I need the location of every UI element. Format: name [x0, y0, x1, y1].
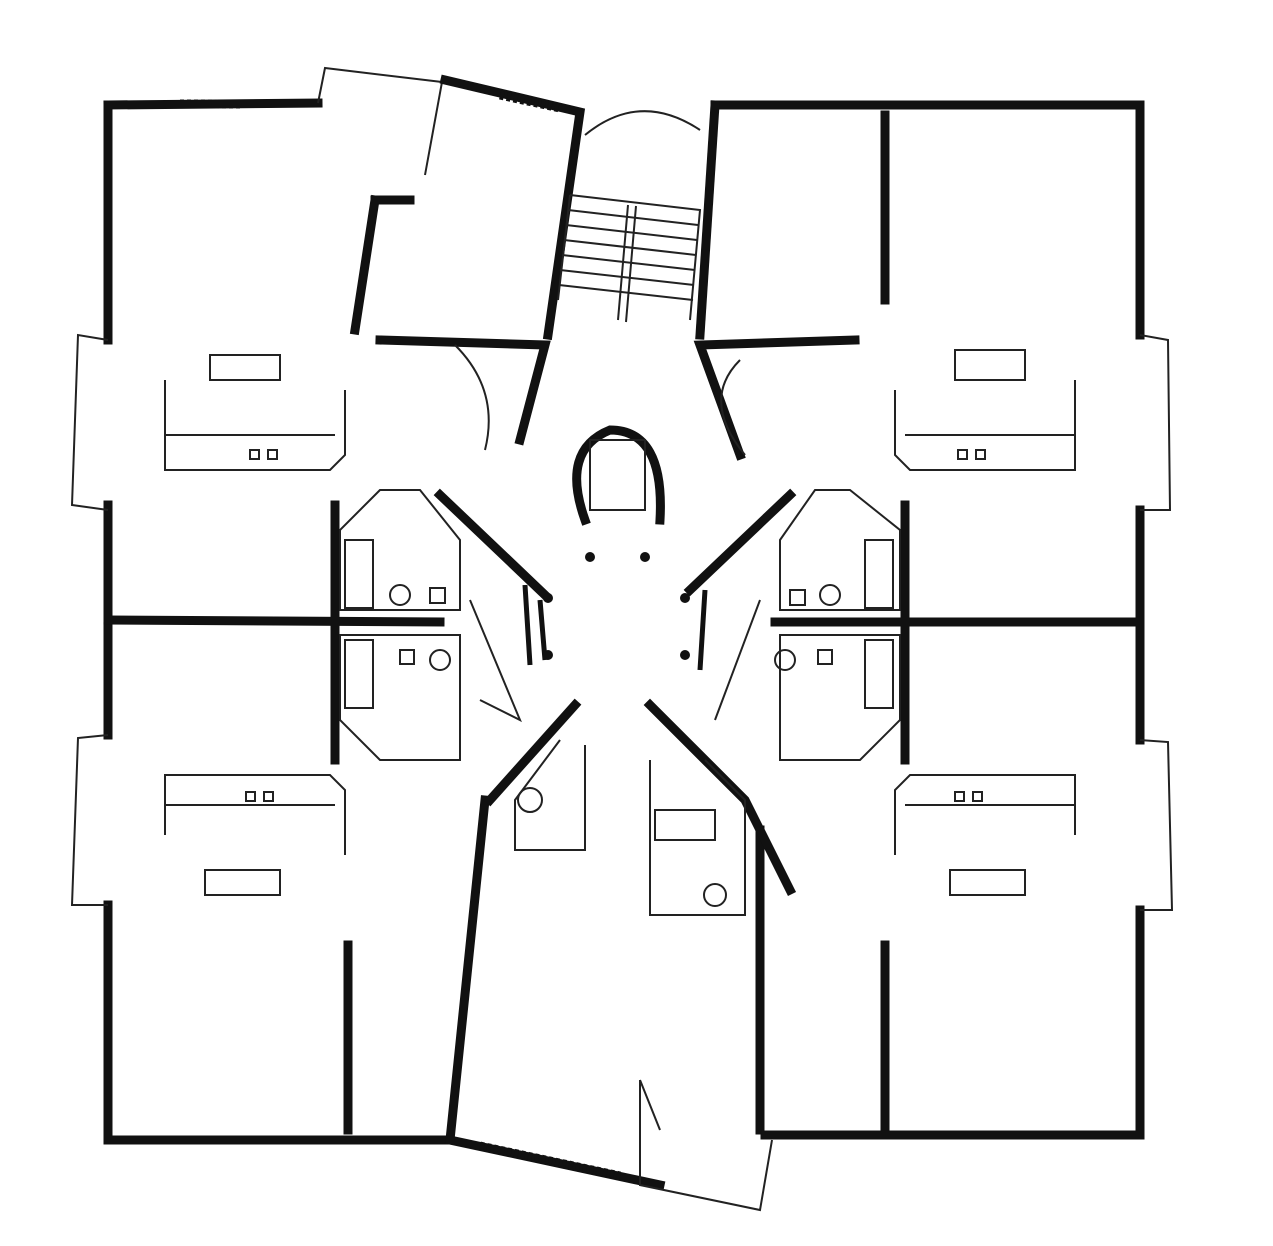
bay-window-right-upper: [1139, 334, 1172, 511]
stair-handrail: [617, 204, 637, 323]
stair-treads: [558, 209, 699, 301]
kitchen-table: [954, 349, 1026, 381]
column: [680, 650, 690, 660]
sink: [817, 649, 833, 665]
lift-car: [589, 439, 646, 511]
bathroom-outline: [779, 489, 901, 611]
wall-corridor-left: [445, 795, 490, 1145]
bay-window-left-upper: [70, 333, 109, 511]
bathrooms: [339, 489, 901, 916]
sink: [789, 589, 806, 606]
bathtub: [654, 809, 716, 841]
wall-top-left-partition: [349, 194, 415, 336]
wall-diagonal-lr: [643, 698, 797, 897]
wall-top-center-right: [695, 100, 720, 340]
window: [479, 1141, 621, 1181]
wall-hall-top-right: [693, 335, 860, 461]
toilet: [517, 787, 543, 813]
column: [640, 552, 650, 562]
wall-diagonal-ll: [483, 698, 582, 807]
staircase: [543, 110, 702, 660]
bathtub: [344, 639, 374, 709]
door-swing: [714, 599, 761, 721]
door-swing: [469, 599, 522, 723]
annex-bottom: [639, 1080, 773, 1212]
annex-top-left: [317, 66, 444, 176]
door-swing: [639, 1079, 661, 1131]
wall-diagonal-ul: [433, 488, 552, 602]
door-swing: [720, 359, 746, 456]
door-swing: [454, 344, 490, 451]
bathtub: [864, 539, 894, 609]
column: [543, 593, 553, 603]
toilet: [819, 584, 841, 606]
bathtub: [344, 539, 374, 609]
wall-diagonal-ur: [683, 488, 797, 597]
bay-window-left-lower: [70, 734, 109, 906]
exterior-walls: [70, 66, 1174, 1212]
kitchen-counter: [164, 380, 346, 471]
bathroom-outline: [779, 634, 901, 761]
kitchen-counter: [894, 774, 1076, 855]
toilet: [389, 584, 411, 606]
fixtures: [164, 349, 1076, 916]
bathtub: [864, 639, 894, 709]
toilet: [429, 649, 451, 671]
wall-wc-right: [697, 589, 708, 671]
window: [499, 90, 561, 113]
wall-bottom-center: [444, 1134, 666, 1191]
column: [680, 593, 690, 603]
bathroom-outline: [514, 739, 586, 851]
windows: [103, 90, 1145, 1181]
bathroom-outline: [339, 489, 461, 611]
doors: [454, 344, 761, 1131]
wall-wc-left: [522, 584, 548, 666]
sink: [399, 649, 415, 665]
column: [543, 650, 553, 660]
toilet: [703, 883, 727, 907]
kitchen-table: [209, 354, 281, 381]
kitchen-table: [204, 869, 281, 896]
kitchen-table: [949, 869, 1026, 896]
wall-top-center-left: [439, 74, 586, 341]
toilet: [774, 649, 796, 671]
column: [585, 552, 595, 562]
sink: [429, 587, 446, 604]
wall-cross-left: [103, 615, 445, 627]
kitchen-counter: [894, 380, 1076, 471]
lift-shaft: [572, 425, 665, 526]
bay-window-right-lower: [1139, 739, 1174, 911]
bathroom-outline: [339, 634, 461, 761]
bathroom-outline: [649, 759, 746, 916]
wall-hall-top-left: [375, 335, 551, 446]
stair-bay: [584, 110, 701, 136]
stove-burners: [245, 449, 986, 802]
kitchen-counter: [164, 774, 346, 855]
wall-top-left: [103, 98, 323, 110]
interior-walls: [103, 110, 1145, 1145]
stair-outline: [557, 194, 702, 321]
